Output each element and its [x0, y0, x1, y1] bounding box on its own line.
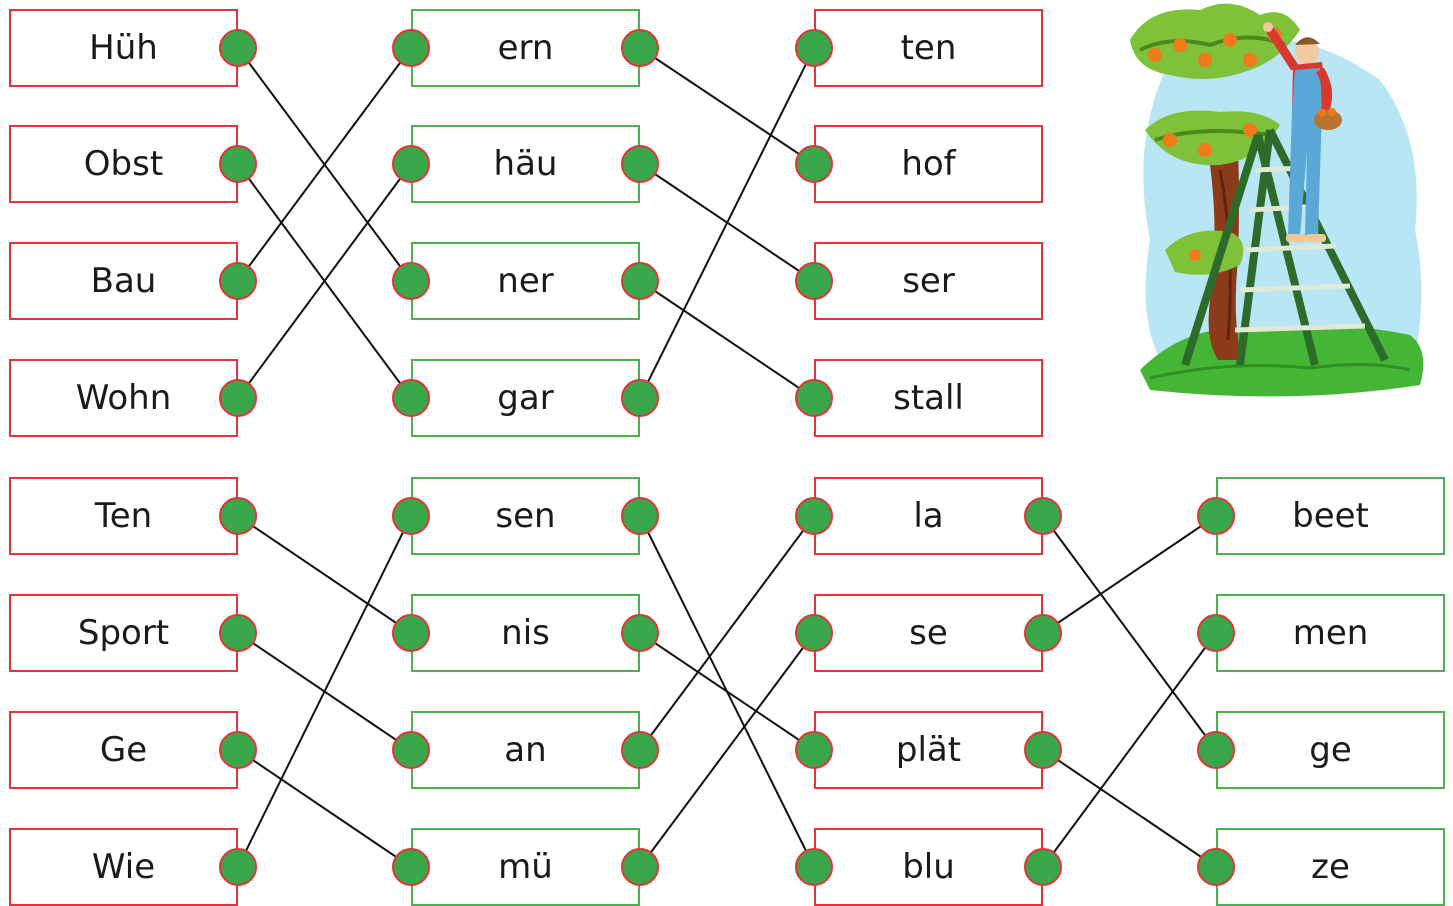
connection-line [1042, 515, 1217, 751]
word-box-b1-2[interactable]: Ge [9, 711, 238, 789]
word-box-t1-2[interactable]: Bau [9, 242, 238, 320]
connector-dot[interactable] [219, 731, 257, 769]
connector-dot[interactable] [621, 848, 659, 886]
connection-line [639, 632, 815, 868]
word-box-t1-1[interactable]: Obst [9, 125, 238, 203]
word-box-t3-0[interactable]: ten [814, 9, 1043, 87]
connector-dot[interactable] [1197, 848, 1235, 886]
word-box-b1-3[interactable]: Wie [9, 828, 238, 906]
word-box-b3-3[interactable]: blu [814, 828, 1043, 906]
connector-dot[interactable] [1024, 848, 1062, 886]
connection-line [237, 515, 412, 634]
connector-dot[interactable] [392, 731, 430, 769]
connector-dot[interactable] [392, 262, 430, 300]
connector-dot[interactable] [219, 29, 257, 67]
connector-dot[interactable] [795, 848, 833, 886]
connector-dot[interactable] [621, 29, 659, 67]
word-box-t1-0[interactable]: Hüh [9, 9, 238, 87]
connector-dot[interactable] [621, 731, 659, 769]
word-box-t2-0[interactable]: ern [411, 9, 640, 87]
connector-dot[interactable] [795, 497, 833, 535]
connection-line [1042, 515, 1217, 634]
connector-dot[interactable] [392, 848, 430, 886]
connector-dot[interactable] [795, 731, 833, 769]
connector-dot[interactable] [1024, 497, 1062, 535]
connector-dot[interactable] [795, 29, 833, 67]
connector-dot[interactable] [795, 262, 833, 300]
connector-dot[interactable] [795, 614, 833, 652]
connector-dot[interactable] [621, 145, 659, 183]
connector-dot[interactable] [392, 29, 430, 67]
word-box-b2-1[interactable]: nis [411, 594, 640, 672]
connection-line [639, 280, 815, 399]
word-box-b4-1[interactable]: men [1216, 594, 1445, 672]
connector-dot[interactable] [219, 262, 257, 300]
word-box-t2-1[interactable]: häu [411, 125, 640, 203]
word-box-t2-3[interactable]: gar [411, 359, 640, 437]
connector-dot[interactable] [795, 379, 833, 417]
word-box-b3-0[interactable]: la [814, 477, 1043, 555]
connection-line [237, 163, 412, 399]
connector-dot[interactable] [219, 848, 257, 886]
word-box-b2-0[interactable]: sen [411, 477, 640, 555]
connector-dot[interactable] [219, 379, 257, 417]
connector-dot[interactable] [621, 497, 659, 535]
connection-line [639, 47, 815, 165]
connector-dot[interactable] [621, 614, 659, 652]
word-box-b2-2[interactable]: an [411, 711, 640, 789]
word-box-b1-1[interactable]: Sport [9, 594, 238, 672]
word-box-b1-0[interactable]: Ten [9, 477, 238, 555]
word-box-b4-0[interactable]: beet [1216, 477, 1445, 555]
connector-dot[interactable] [219, 614, 257, 652]
connector-dot[interactable] [392, 145, 430, 183]
connection-line [639, 632, 815, 751]
word-box-t3-3[interactable]: stall [814, 359, 1043, 437]
connector-dot[interactable] [621, 379, 659, 417]
fruit-picking-illustration [1130, 3, 1424, 397]
connection-line [1042, 632, 1217, 868]
connection-line [639, 515, 815, 751]
word-box-b3-2[interactable]: plät [814, 711, 1043, 789]
connector-dot[interactable] [1197, 497, 1235, 535]
connector-dot[interactable] [392, 497, 430, 535]
connector-dot[interactable] [621, 262, 659, 300]
word-box-t3-2[interactable]: ser [814, 242, 1043, 320]
connector-dot[interactable] [392, 614, 430, 652]
connector-dot[interactable] [392, 379, 430, 417]
connector-dot[interactable] [1024, 614, 1062, 652]
word-box-t3-1[interactable]: hof [814, 125, 1043, 203]
word-box-b4-2[interactable]: ge [1216, 711, 1445, 789]
connector-dot[interactable] [1197, 731, 1235, 769]
word-box-b2-3[interactable]: mü [411, 828, 640, 906]
connector-dot[interactable] [1197, 614, 1235, 652]
connector-dot[interactable] [219, 497, 257, 535]
word-box-t2-2[interactable]: ner [411, 242, 640, 320]
word-box-b3-1[interactable]: se [814, 594, 1043, 672]
connection-line [237, 515, 412, 868]
connector-dot[interactable] [219, 145, 257, 183]
connection-line [639, 47, 815, 399]
connection-line [237, 47, 412, 282]
connection-line [237, 749, 412, 868]
word-box-b4-3[interactable]: ze [1216, 828, 1445, 906]
word-box-t1-3[interactable]: Wohn [9, 359, 238, 437]
connector-dot[interactable] [795, 145, 833, 183]
connection-line [1042, 749, 1217, 868]
connector-dot[interactable] [1024, 731, 1062, 769]
